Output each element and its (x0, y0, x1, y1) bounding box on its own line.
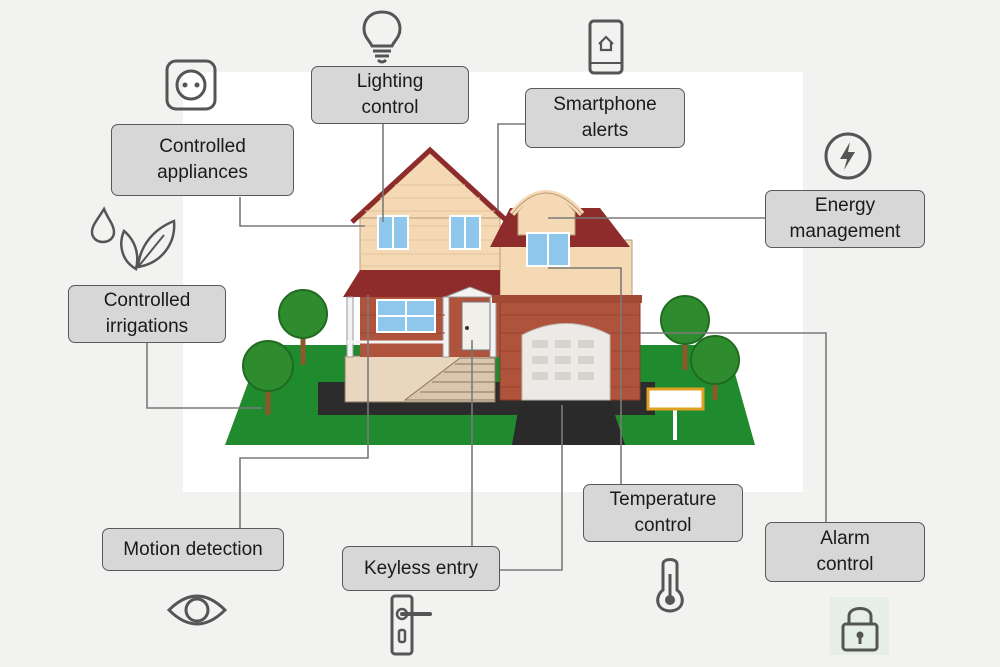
garage-panels (532, 340, 594, 380)
connector-lines (146, 123, 827, 571)
motion-detection-label: Motion detection (102, 528, 284, 571)
connector-garage (500, 405, 563, 571)
connector-appliances (239, 197, 365, 227)
tree-left-front (242, 340, 294, 392)
left-gable-roof (350, 146, 510, 224)
tree-right-back (660, 295, 710, 345)
connector-smartphone (497, 123, 525, 210)
water-drop-leaf-icon (90, 206, 176, 271)
yard-sign (646, 387, 705, 411)
connector-irrigation (146, 343, 262, 409)
eye-icon (166, 594, 228, 626)
padlock-icon-backdrop (830, 597, 889, 655)
connector-temperature (548, 267, 622, 484)
door-handle-icon (390, 594, 432, 656)
smartphone-alerts-label: Smartphone alerts (525, 88, 685, 148)
light-bulb-icon (362, 10, 402, 64)
front-door (461, 301, 491, 351)
keyless-entry-label: Keyless entry (342, 546, 500, 591)
connector-alarm (640, 332, 827, 522)
energy-management-label: Energy management (765, 190, 925, 248)
smartphone-icon (588, 19, 624, 75)
connector-motion (239, 295, 369, 528)
lightning-bolt-icon (824, 132, 872, 180)
controlled-irrigations-label: Controlled irrigations (68, 285, 226, 343)
thermometer-icon (656, 558, 684, 613)
alarm-control-label: Alarm control (765, 522, 925, 582)
temperature-control-label: Temperature control (583, 484, 743, 542)
padlock-icon (841, 607, 879, 652)
lighting-control-label: Lighting control (311, 66, 469, 124)
power-socket-icon (165, 59, 217, 111)
tree-right-front (690, 335, 740, 385)
controlled-appliances-label: Controlled appliances (111, 124, 294, 196)
tree-left-back (278, 289, 328, 339)
driveway (512, 400, 625, 445)
